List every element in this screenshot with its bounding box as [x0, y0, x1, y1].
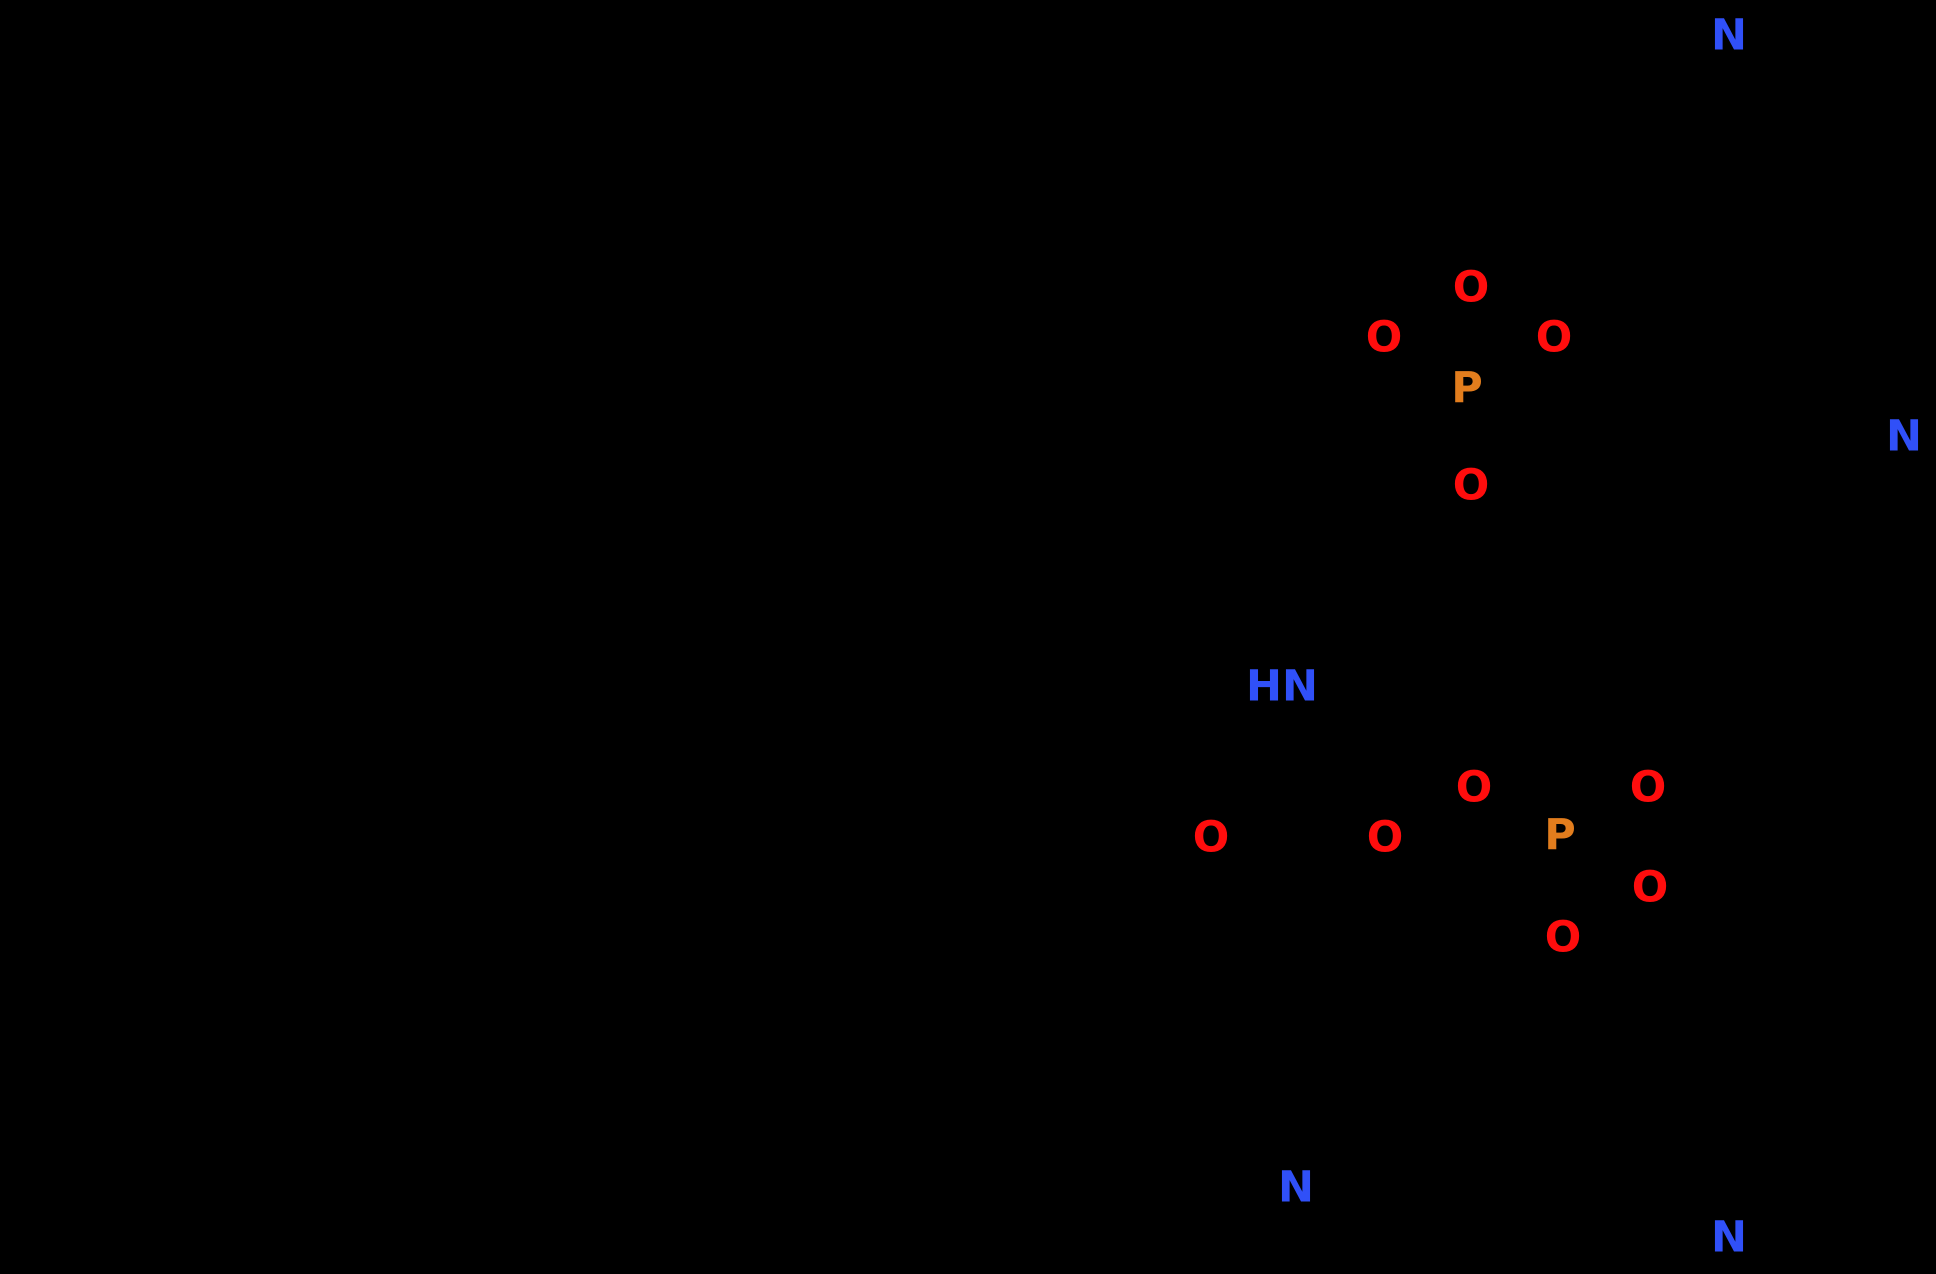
atom-label-n-pyridine-right: N — [1886, 411, 1922, 462]
atom-label-o-phosphate1-dbl: O — [1452, 262, 1490, 313]
atom-label-o-phosphate2-bottom: O — [1544, 912, 1582, 963]
atom-label-o-phosphate1-left: O — [1365, 312, 1403, 363]
atom-label-o-phosphate1-right: O — [1535, 312, 1573, 363]
atom-label-o-carbamate-carbonyl: O — [1192, 812, 1230, 863]
atom-label-n-pyridine-bottomright: N — [1711, 1212, 1747, 1263]
atom-label-p-phosphate1: P — [1451, 363, 1483, 414]
atom-label-o-carbamate-ester: O — [1366, 812, 1404, 863]
atom-label-n-pyridine-bottomleft: N — [1278, 1162, 1314, 1213]
atom-label-o-phosphate2-right: O — [1631, 862, 1669, 913]
atom-label-hn-amide: HN — [1246, 661, 1318, 712]
atom-label-o-phosphate2-top: O — [1455, 762, 1493, 813]
atom-label-o-phosphate1-bottom: O — [1452, 460, 1490, 511]
atom-label-n-pyridine-top: N — [1711, 10, 1747, 61]
atom-label-o-phosphate2-dbl: O — [1629, 762, 1667, 813]
atom-label-p-phosphate2: P — [1544, 810, 1576, 861]
